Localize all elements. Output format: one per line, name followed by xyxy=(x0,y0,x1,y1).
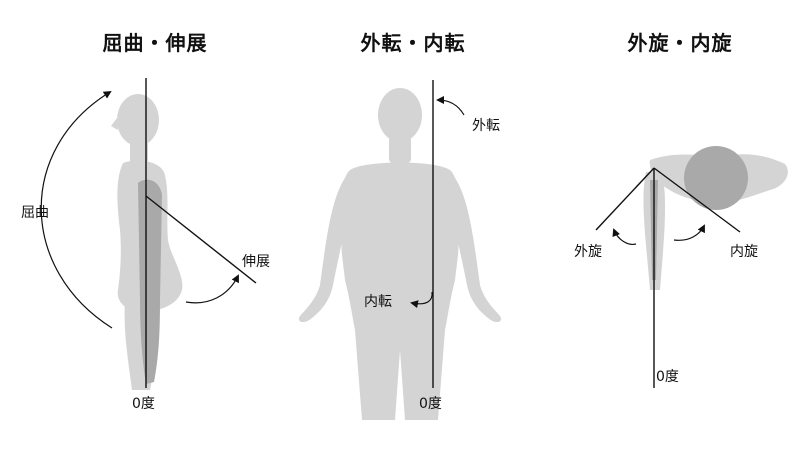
flexion-arrow xyxy=(40,90,113,329)
panel-title-abduction-adduction: 外転・内転 xyxy=(360,31,466,55)
abduction-label: 外転 xyxy=(472,118,500,134)
external-rotation-angle-line xyxy=(595,167,655,231)
external-rotation-label: 外旋 xyxy=(574,244,602,260)
internal-rotation-label: 内旋 xyxy=(730,244,758,260)
panel-title-flexion-extension: 屈曲・伸展 xyxy=(102,31,208,55)
internal-rotation-arrow xyxy=(673,224,705,241)
zero-degree-label-2: 0度 xyxy=(419,396,442,412)
external-rotation-arrow xyxy=(612,228,637,245)
top-view-figure xyxy=(643,146,788,290)
extension-label: 伸展 xyxy=(242,254,270,270)
panel-title-rotation: 外旋・内旋 xyxy=(627,31,733,55)
abduction-arrow xyxy=(436,96,465,116)
zero-degree-label-1: 0度 xyxy=(132,396,155,412)
adduction-label: 内転 xyxy=(364,294,392,310)
adduction-arrow xyxy=(410,291,433,309)
front-view-figure xyxy=(298,88,502,420)
flexion-label: 屈曲 xyxy=(21,205,49,221)
internal-rotation-angle-line xyxy=(653,167,741,233)
side-view-figure xyxy=(111,94,183,390)
extension-angle-line xyxy=(145,195,257,284)
extension-arrow xyxy=(185,274,239,304)
zero-degree-label-3: 0度 xyxy=(656,369,679,385)
